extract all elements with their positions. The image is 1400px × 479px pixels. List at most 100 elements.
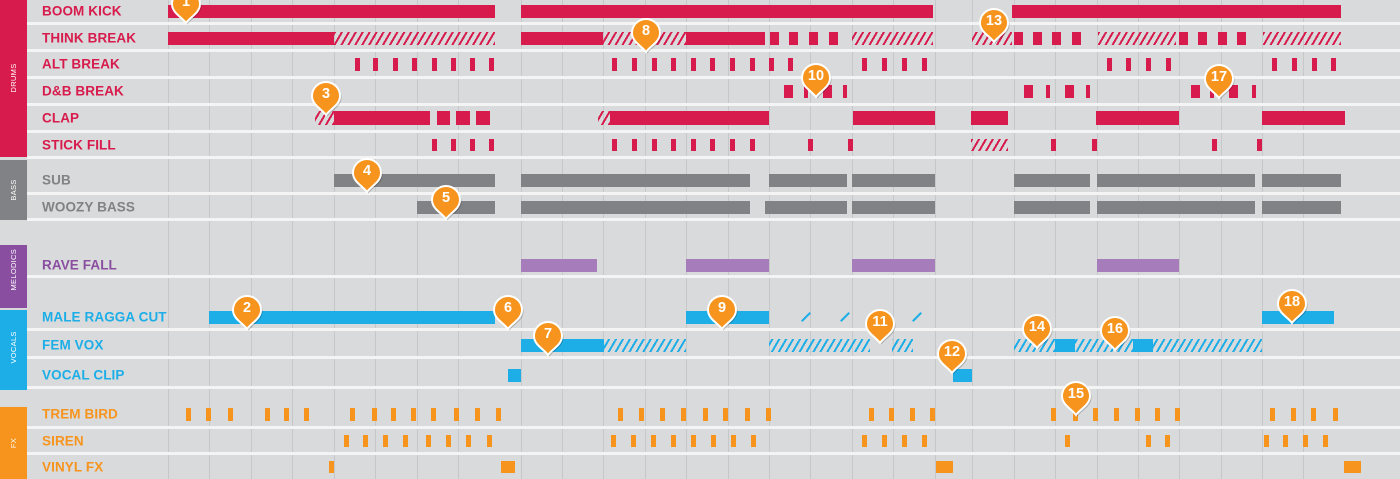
- hatched-clip: [604, 338, 686, 352]
- clip: [329, 461, 334, 473]
- grid-line: [417, 0, 418, 479]
- clip: [936, 461, 953, 473]
- marker-11: 11: [863, 306, 897, 345]
- clip: [784, 84, 793, 98]
- clip: [910, 407, 915, 421]
- clip: [711, 435, 716, 447]
- lane-separator: [27, 452, 1400, 455]
- hatched-clip: [852, 31, 933, 45]
- clip: [1051, 139, 1056, 151]
- marker-number: 7: [543, 326, 553, 342]
- clip: [496, 407, 501, 421]
- clip: [1331, 57, 1336, 71]
- lane-separator: [27, 22, 1400, 25]
- clip: [902, 435, 907, 447]
- clip: [691, 139, 696, 151]
- grid-line: [1303, 0, 1304, 479]
- hatched-clip: [1153, 338, 1262, 352]
- clip: [391, 407, 396, 421]
- clip: [508, 368, 521, 382]
- clip: [823, 84, 832, 98]
- clip: [686, 31, 765, 45]
- lane-separator: [27, 192, 1400, 195]
- clip: [809, 31, 818, 45]
- group-label: BASS: [9, 179, 18, 201]
- clip: [344, 435, 349, 447]
- marker-number: 9: [717, 300, 727, 316]
- clip: [1086, 84, 1090, 98]
- clip: [1052, 31, 1061, 45]
- clip: [852, 258, 935, 272]
- grid-line: [562, 0, 563, 479]
- clip: [1312, 57, 1317, 71]
- clip: [652, 139, 657, 151]
- clip: [1166, 57, 1171, 71]
- clip: [1311, 407, 1316, 421]
- grid-line: [810, 0, 811, 479]
- hatched-clip: [769, 338, 870, 352]
- clip: [848, 139, 853, 151]
- clip: [521, 173, 750, 187]
- clip: [660, 407, 665, 421]
- clip: [1270, 407, 1275, 421]
- group-drums: DRUMS: [0, 0, 27, 157]
- clip: [769, 173, 847, 187]
- lane-separator: [27, 426, 1400, 429]
- clip: [1135, 407, 1140, 421]
- group-label: FX: [9, 437, 18, 449]
- clip: [651, 435, 656, 447]
- clip: [639, 407, 644, 421]
- clip: [745, 407, 750, 421]
- clip: [930, 407, 935, 421]
- grid-line: [1055, 0, 1056, 479]
- clip: [889, 407, 894, 421]
- hatched-clip: [598, 111, 610, 125]
- clip: [334, 111, 430, 125]
- lane-label: D&B BREAK: [42, 83, 124, 99]
- grid-line: [168, 0, 169, 479]
- grid-line: [521, 0, 522, 479]
- clip: [403, 435, 408, 447]
- lane-label: THINK BREAK: [42, 30, 137, 46]
- grid-line: [645, 0, 646, 479]
- clip: [475, 407, 480, 421]
- clip: [432, 139, 437, 151]
- clip: [1146, 57, 1151, 71]
- marker-13: 13: [977, 5, 1011, 44]
- clip: [304, 407, 309, 421]
- lane-label: MALE RAGGA CUT: [42, 309, 167, 325]
- group-label: DRUMS: [9, 63, 18, 92]
- clip: [731, 435, 736, 447]
- marker-6: 6: [491, 292, 525, 331]
- clip: [451, 139, 456, 151]
- lane-label: BOOM KICK: [42, 3, 122, 19]
- clip: [470, 57, 475, 71]
- clip: [1107, 57, 1112, 71]
- group-fx: FX: [0, 407, 27, 479]
- hatched-clip: [1263, 31, 1341, 45]
- clip: [1264, 435, 1269, 447]
- lane-label: STICK FILL: [42, 137, 116, 153]
- grid-line: [769, 0, 770, 479]
- clip: [412, 57, 417, 71]
- map-pin-icon: [800, 63, 832, 99]
- clip: [1212, 139, 1217, 151]
- grid-line: [251, 0, 252, 479]
- clip: [1126, 57, 1131, 71]
- lane-label: SIREN: [42, 433, 84, 449]
- clip: [710, 57, 715, 71]
- marker-14: 14: [1020, 311, 1054, 350]
- clip: [372, 407, 377, 421]
- lane-separator: [27, 103, 1400, 106]
- marker-number: 8: [641, 23, 651, 39]
- clip: [652, 57, 657, 71]
- clip: [770, 31, 779, 45]
- hatched-clip: [1098, 31, 1176, 45]
- map-pin-icon: [1203, 64, 1235, 100]
- clip: [350, 407, 355, 421]
- clip: [209, 310, 495, 324]
- clip: [750, 139, 755, 151]
- clip: [751, 435, 756, 447]
- clip: [804, 84, 808, 98]
